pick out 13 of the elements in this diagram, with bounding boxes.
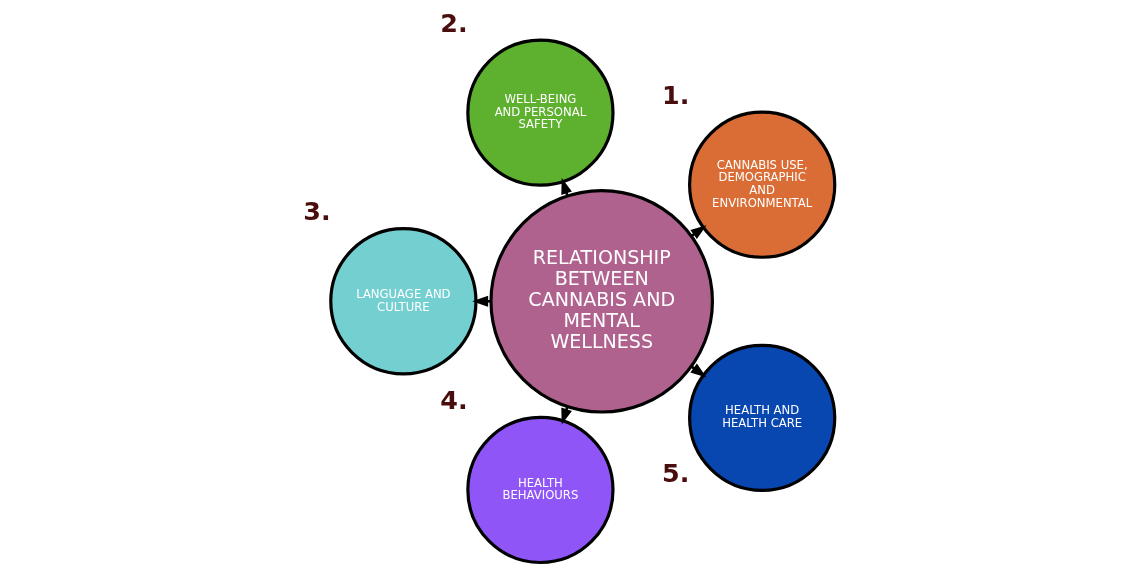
arrow — [690, 225, 707, 240]
arrow — [472, 295, 491, 307]
node-label: 5. — [662, 458, 690, 489]
node-label: 2. — [440, 7, 468, 38]
node-label: 1. — [662, 79, 690, 110]
node-circle: HEALTH BEHAVIOURS — [466, 415, 615, 565]
node-label: 3. — [303, 196, 331, 227]
node-circle: WELL-BEING AND PERSONAL SAFETY — [466, 38, 615, 187]
node-circle: LANGUAGE AND CULTURE — [329, 227, 478, 376]
node-label: 4. — [440, 385, 468, 416]
arrow — [561, 178, 572, 197]
arrow — [690, 363, 707, 378]
arrow — [561, 406, 572, 425]
